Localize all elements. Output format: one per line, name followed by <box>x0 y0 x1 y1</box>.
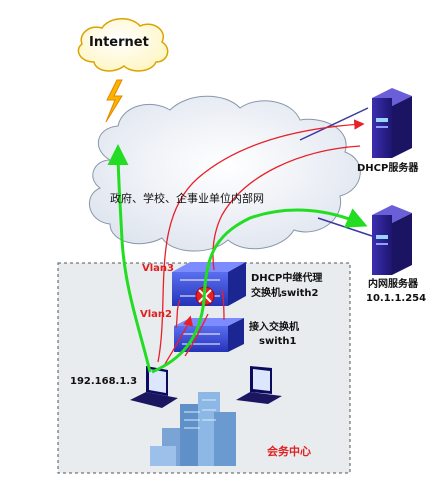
intranet-cloud <box>89 95 361 252</box>
vlan2-label: Vlan2 <box>140 309 172 320</box>
inner-server-icon <box>372 205 412 275</box>
switch1-icon <box>174 318 244 352</box>
internet-label: Internet <box>89 35 149 50</box>
building-icon <box>150 392 236 466</box>
switch1-label-line2: swith1 <box>259 336 297 347</box>
inner-server-label-line2: 10.1.1.254 <box>366 293 427 304</box>
switch2-label-line1: DHCP中继代理 <box>251 273 323 284</box>
dhcp-server-icon <box>372 88 412 158</box>
laptop-icon <box>130 366 178 408</box>
link-inner-server <box>317 217 373 237</box>
switch2-label-line2: 交换机swith2 <box>251 288 319 299</box>
inner-server-label-line1: 内网服务器 <box>368 279 418 290</box>
switch1-label-line1: 接入交换机 <box>249 322 299 333</box>
vlan3-label: Vlan3 <box>142 263 174 274</box>
venue-label: 会务中心 <box>267 445 311 458</box>
link-dhcp-server <box>299 107 369 141</box>
intranet-label: 政府、学校、企事业单位内部网 <box>110 192 264 205</box>
lightning-icon <box>105 79 123 123</box>
data-paths <box>107 144 368 374</box>
client-ip-label: 192.168.1.3 <box>70 376 138 387</box>
dhcp-server-label: DHCP服务器 <box>357 163 419 174</box>
laptop-icon <box>236 366 282 404</box>
internet-cloud-icon <box>77 18 169 72</box>
